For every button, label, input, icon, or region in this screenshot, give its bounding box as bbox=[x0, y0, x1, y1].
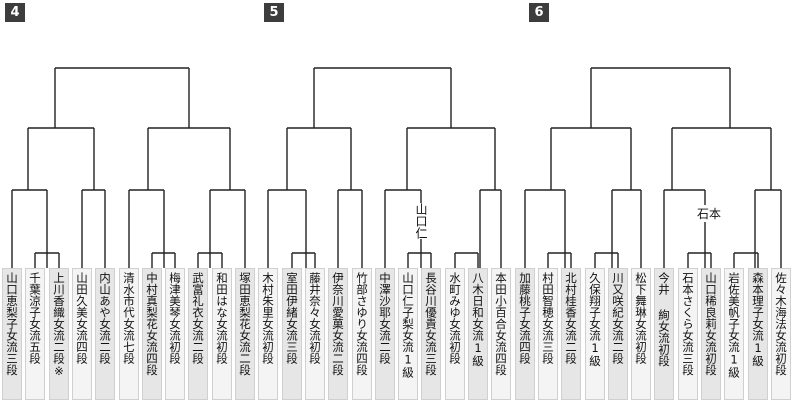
player-slot: 川又咲紀女流二段 bbox=[608, 268, 628, 400]
player-slot: 山田久美女流四段 bbox=[72, 268, 92, 400]
player-slot: 加藤桃子女流四段 bbox=[515, 268, 535, 400]
player-name: 和田はな女流初段 bbox=[215, 272, 229, 364]
player-name: 中澤沙耶女流二段 bbox=[378, 272, 392, 364]
player-name: 村田智穂女流三段 bbox=[541, 272, 555, 364]
player-name: 中村真梨花女流四段 bbox=[145, 272, 159, 376]
player-name: 今井 絢女流初段 bbox=[657, 272, 671, 367]
player-name: 梅津美琴女流初段 bbox=[168, 272, 182, 364]
player-name: 山口仁子梨女流1級 bbox=[401, 272, 415, 378]
player-slot: 千葉涼子女流五段 bbox=[25, 268, 45, 400]
player-name: 山田久美女流四段 bbox=[75, 272, 89, 364]
player-slot: 上川香織女流二段※ bbox=[49, 268, 69, 400]
player-name: 千葉涼子女流五段 bbox=[28, 272, 42, 364]
player-name: 森本理子女流1級 bbox=[751, 272, 765, 367]
player-slot: 佐々木海法女流初段 bbox=[771, 268, 791, 400]
player-slot: 北村桂香女流二段 bbox=[561, 268, 581, 400]
player-slot: 山口稀良莉女流初段 bbox=[701, 268, 721, 400]
player-name: 石本さくら女流三段 bbox=[681, 272, 695, 376]
player-slot: 伊奈川愛菓女流二段 bbox=[328, 268, 348, 400]
result-label-yamaguchi: 山口仁 bbox=[413, 203, 429, 239]
player-name: 山口稀良莉女流初段 bbox=[704, 272, 718, 376]
player-name: 加藤桃子女流四段 bbox=[518, 272, 532, 364]
player-name: 竹部さゆり女流四段 bbox=[355, 272, 369, 376]
player-slot: 久保翔子女流1級 bbox=[585, 268, 605, 400]
player-name: 松下舞琳女流初段 bbox=[634, 272, 648, 364]
player-slot: 藤井奈々女流初段 bbox=[305, 268, 325, 400]
player-slot: 木村朱里女流初段 bbox=[258, 268, 278, 400]
player-name: 伊奈川愛菓女流二段 bbox=[331, 272, 345, 376]
player-slot: 梅津美琴女流初段 bbox=[165, 268, 185, 400]
player-name: 佐々木海法女流初段 bbox=[774, 272, 788, 376]
player-slot: 清水市代女流七段 bbox=[119, 268, 139, 400]
group-badge-4: 4 bbox=[5, 3, 25, 22]
player-name: 室田伊緒女流三段 bbox=[285, 272, 299, 364]
player-slot: 岩佐美帆子女流1級 bbox=[724, 268, 744, 400]
player-name: 上川香織女流二段※ bbox=[52, 272, 66, 378]
player-slot: 森本理子女流1級 bbox=[748, 268, 768, 400]
player-slot: 塚田恵梨花女流二段 bbox=[235, 268, 255, 400]
player-slot: 武富礼衣女流二段 bbox=[188, 268, 208, 400]
player-slot: 山口仁子梨女流1級 bbox=[398, 268, 418, 400]
player-name: 木村朱里女流初段 bbox=[261, 272, 275, 364]
player-slot: 水町みゆ女流初段 bbox=[445, 268, 465, 400]
player-name: 八木日和女流1級 bbox=[471, 272, 485, 367]
player-slot: 中村真梨花女流四段 bbox=[142, 268, 162, 400]
player-slot: 長谷川優貴女流三段 bbox=[421, 268, 441, 400]
player-slot: 室田伊緒女流三段 bbox=[282, 268, 302, 400]
player-name: 清水市代女流七段 bbox=[122, 272, 136, 364]
player-name: 川又咲紀女流二段 bbox=[611, 272, 625, 364]
player-slot: 中澤沙耶女流二段 bbox=[375, 268, 395, 400]
player-slot: 和田はな女流初段 bbox=[212, 268, 232, 400]
player-name: 藤井奈々女流初段 bbox=[308, 272, 322, 364]
player-slot: 村田智穂女流三段 bbox=[538, 268, 558, 400]
player-name: 本田小百合女流四段 bbox=[494, 272, 508, 376]
player-name: 長谷川優貴女流三段 bbox=[424, 272, 438, 376]
player-name: 久保翔子女流1級 bbox=[588, 272, 602, 367]
player-slot: 内山あや女流二段 bbox=[95, 268, 115, 400]
player-name: 北村桂香女流二段 bbox=[564, 272, 578, 364]
player-name: 武富礼衣女流二段 bbox=[191, 272, 205, 364]
player-slot: 今井 絢女流初段 bbox=[654, 268, 674, 400]
player-slot: 松下舞琳女流初段 bbox=[631, 268, 651, 400]
player-slot: 石本さくら女流三段 bbox=[678, 268, 698, 400]
player-slot: 竹部さゆり女流四段 bbox=[352, 268, 372, 400]
group-badge-6: 6 bbox=[529, 3, 549, 22]
player-name: 山口恵梨子女流三段 bbox=[5, 272, 19, 376]
result-label-ishimoto: 石本 bbox=[696, 205, 723, 222]
group-badge-5: 5 bbox=[264, 3, 284, 22]
player-name: 岩佐美帆子女流1級 bbox=[727, 272, 741, 378]
player-slot: 八木日和女流1級 bbox=[468, 268, 488, 400]
player-name: 塚田恵梨花女流二段 bbox=[238, 272, 252, 376]
player-name: 水町みゆ女流初段 bbox=[448, 272, 462, 364]
player-name: 内山あや女流二段 bbox=[98, 272, 112, 364]
player-slot: 本田小百合女流四段 bbox=[491, 268, 511, 400]
player-slot: 山口恵梨子女流三段 bbox=[2, 268, 22, 400]
